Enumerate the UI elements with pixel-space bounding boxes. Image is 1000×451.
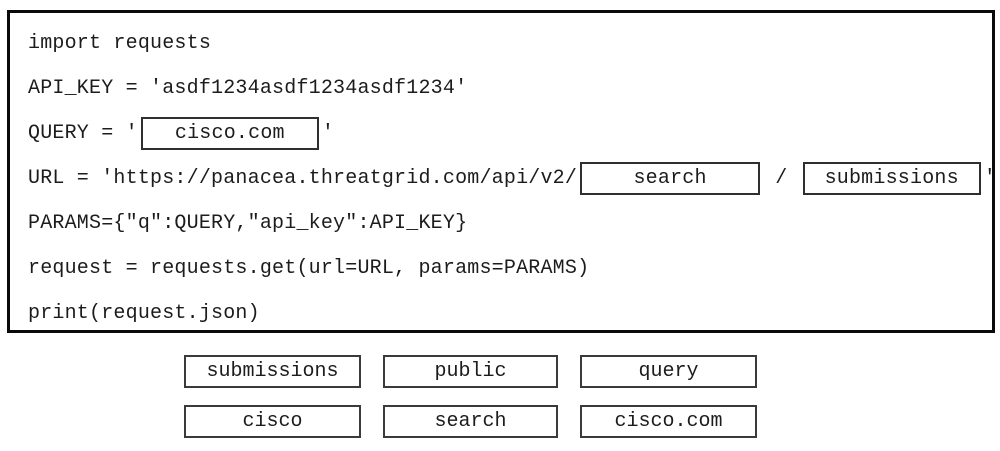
drop-slot-url-path2[interactable]: submissions [802,162,981,195]
option-public[interactable]: public [383,355,558,388]
code-text-api-key: API_KEY = 'asdf1234asdf1234asdf1234' [28,77,468,100]
drop-slot-url-path1[interactable]: search [580,162,761,195]
code-line-import: import requests [28,21,992,66]
code-text-print: print(request.json) [28,302,260,325]
code-line-query: QUERY = ' cisco.com ' [28,111,992,156]
option-cisco[interactable]: cisco [184,405,361,438]
code-text-url-suffix: ' [983,167,996,190]
option-search[interactable]: search [383,405,558,438]
code-text-url-separator: / [763,167,800,190]
code-text-url-prefix: URL = 'https://panacea.threatgrid.com/ap… [28,167,578,190]
code-panel: import requests API_KEY = 'asdf1234asdf1… [7,10,996,336]
code-line-request: request = requests.get(url=URL, params=P… [28,246,992,291]
code-line-print: print(request.json) [28,291,992,336]
code-text-request: request = requests.get(url=URL, params=P… [28,257,590,280]
option-submissions[interactable]: submissions [184,355,361,388]
code-line-api-key: API_KEY = 'asdf1234asdf1234asdf1234' [28,66,992,111]
option-cisco-com[interactable]: cisco.com [580,405,757,438]
option-query[interactable]: query [580,355,757,388]
code-text-query-suffix: ' [321,122,335,145]
drag-options-grid: submissions public query cisco search ci… [184,355,757,438]
code-line-params: PARAMS={"q":QUERY,"api_key":API_KEY} [28,201,992,246]
code-text-query-prefix: QUERY = ' [28,122,138,145]
code-line-url: URL = 'https://panacea.threatgrid.com/ap… [28,156,996,201]
drop-slot-query-value[interactable]: cisco.com [140,117,319,150]
code-text-import: import requests [28,32,212,55]
code-text-params: PARAMS={"q":QUERY,"api_key":API_KEY} [28,212,468,235]
